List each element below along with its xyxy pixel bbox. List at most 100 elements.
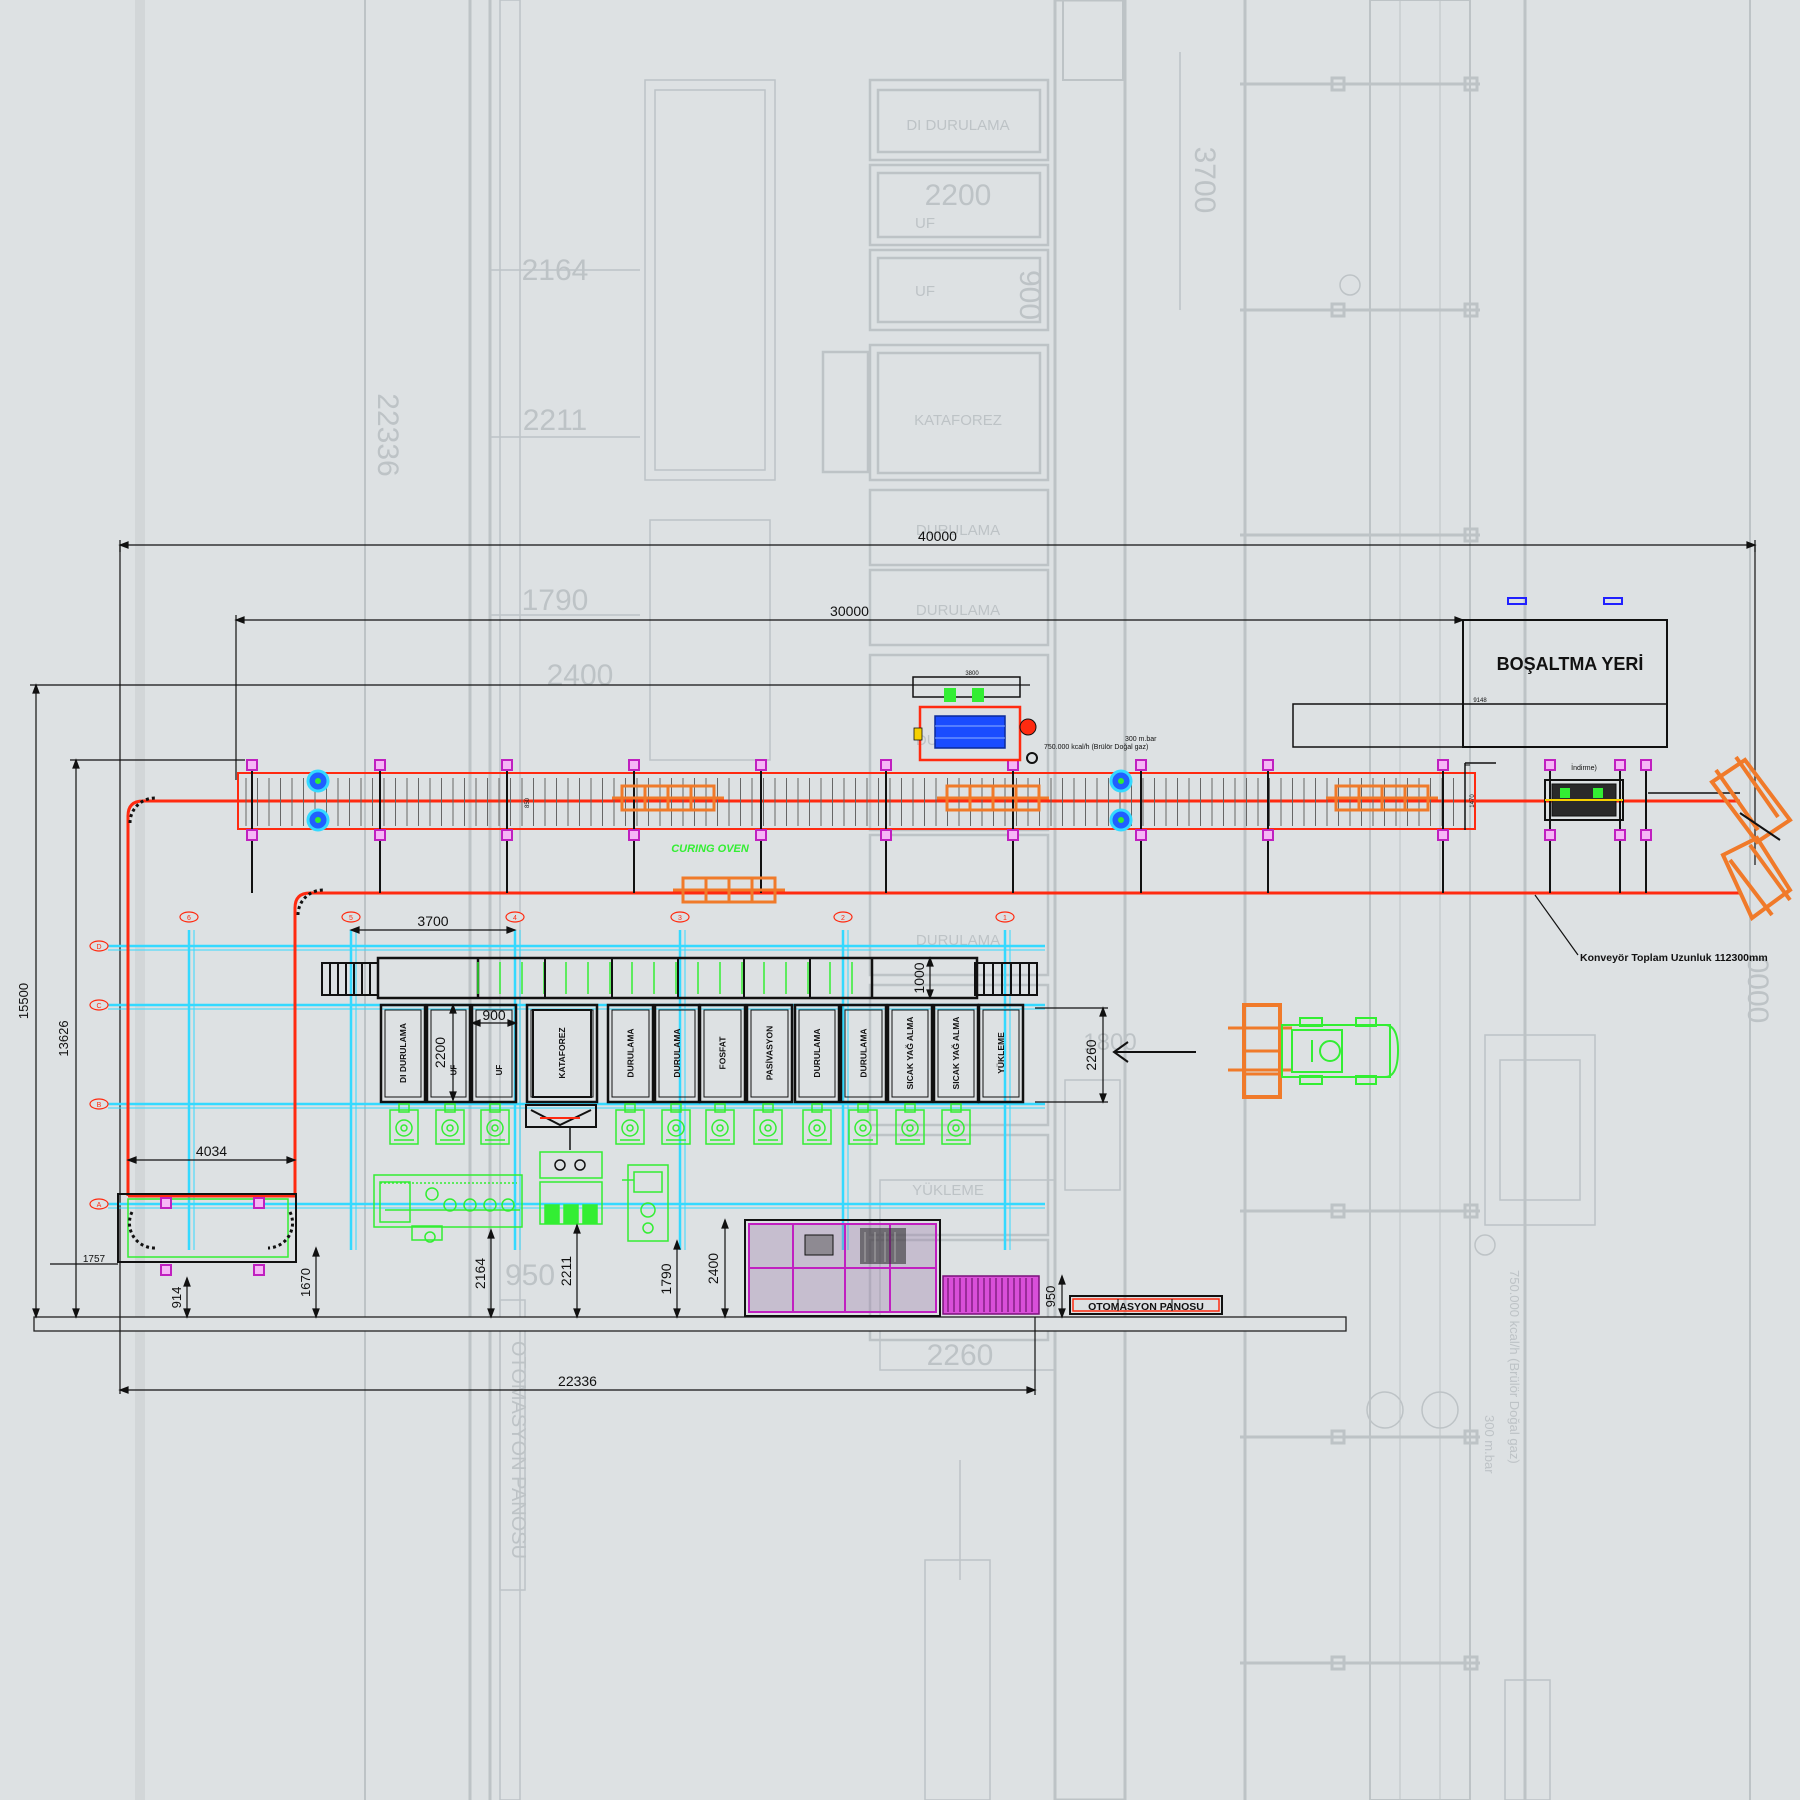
dimension-label: 15500 <box>16 983 31 1019</box>
fan-icon <box>306 808 330 832</box>
transfer-gap-label: 1470 <box>1470 794 1476 808</box>
column-marker <box>246 759 258 771</box>
tank-label: DI DURULAMA <box>398 1023 408 1083</box>
ghost-burner-note: 750.000 kcal/h (Brülör Doğal gaz) <box>1507 1270 1522 1464</box>
dimension: 950 <box>1043 1274 1066 1319</box>
column-marker <box>374 829 386 841</box>
pump-icon <box>941 1103 971 1145</box>
dimension: 4034 <box>126 1143 297 1164</box>
column-marker <box>628 759 640 771</box>
axis-row-bubble <box>89 1198 109 1210</box>
axis-col-bubble <box>341 911 361 923</box>
tank-label: FOSFAT <box>718 1036 728 1070</box>
column-marker <box>1135 759 1147 771</box>
axis-col-label: 6 <box>187 915 191 922</box>
conveyor-corner-turns <box>127 796 324 1250</box>
ghost-tank-label: UF <box>915 215 935 232</box>
ghost-dim-label: 950 <box>505 1259 555 1292</box>
axis-col-bubble <box>995 911 1015 923</box>
end-transfer-car <box>1709 755 1793 922</box>
ghost-dim-label: 2400 <box>547 659 614 692</box>
tank-label: SICAK YAĞ ALMA <box>904 1017 915 1090</box>
rectifier-unit <box>744 1219 1040 1317</box>
column-marker <box>246 829 258 841</box>
axis-row-label: C <box>96 1003 101 1010</box>
dimension: 914 <box>169 1276 191 1319</box>
column-marker <box>755 759 767 771</box>
indirme-label: İndirme) <box>1571 763 1597 772</box>
ghost-dim-label: 3700 <box>1188 147 1221 214</box>
unloading-station: İndirme) <box>1464 762 1740 830</box>
process-tank: DURULAMA <box>606 1003 655 1104</box>
column-marker <box>1262 759 1274 771</box>
unloading-area-title: BOŞALTMA YERİ <box>1497 654 1644 674</box>
ghost-dim-label: 0000 <box>1741 957 1774 1024</box>
dimension-label: 1000 <box>911 962 927 993</box>
fan-icon <box>1109 769 1133 793</box>
background-ghost-drawing: DI DURULAMA UF UF KATAFOREZ DURULAMA DUR… <box>135 0 1774 1800</box>
burner-capacity-label: 750.000 kcal/h (Brülör Doğal gaz) <box>1044 744 1148 751</box>
forklift-icon <box>1228 1003 1400 1099</box>
transfer-carrier <box>1326 784 1438 812</box>
dimension: 22336 <box>118 1373 1037 1394</box>
automation-panel: OTOMASYON PANOSU <box>1069 1295 1223 1315</box>
column-marker <box>160 1264 172 1276</box>
axis-row-bubble <box>89 1098 109 1110</box>
ghost-dim-label: 2164 <box>522 254 589 287</box>
process-tank: DURULAMA <box>793 1003 841 1104</box>
dimension: 3700 <box>349 913 517 934</box>
dimension-label: 914 <box>169 1287 184 1309</box>
axis-col-bubble <box>505 911 525 923</box>
tank-label: DURULAMA <box>672 1028 682 1077</box>
loading-arrow-icon <box>1112 1041 1196 1063</box>
dimension-label: 13626 <box>56 1020 71 1056</box>
axis-col-label: 5 <box>349 915 353 922</box>
kataforez-hopper <box>525 1104 597 1128</box>
dimension: 2164 <box>472 1228 495 1319</box>
dimension: 2200 <box>432 1003 457 1102</box>
tank-label: DURULAMA <box>812 1028 822 1077</box>
roller-conveyor-exit <box>974 962 1038 996</box>
process-tank: UF <box>425 1003 472 1104</box>
ghost-panel-label: OTOMASYON PANOSU <box>507 1341 529 1559</box>
dimension-label: 1790 <box>658 1263 674 1294</box>
pump-icon <box>802 1103 832 1145</box>
tank-label: YÜKLEME <box>996 1032 1006 1074</box>
dimension: 2260 <box>1083 1006 1107 1104</box>
column-marker <box>501 759 513 771</box>
dimension-label: 950 <box>1043 1286 1058 1308</box>
process-tank: DI DURULAMA <box>379 1003 427 1104</box>
column-marker <box>1544 759 1556 771</box>
pump-icon <box>615 1103 645 1145</box>
dimension: 2211 <box>558 1223 581 1319</box>
automation-panel-label: OTOMASYON PANOSU <box>1088 1301 1204 1313</box>
dimension-label: 2164 <box>472 1258 488 1289</box>
column-marker <box>253 1264 265 1276</box>
ghost-pressure-note: 300 m.bar <box>1482 1415 1497 1474</box>
pump-icon <box>848 1103 878 1145</box>
column-marker <box>1640 759 1652 771</box>
column-marker <box>628 829 640 841</box>
pump-icon <box>389 1103 419 1145</box>
ghost-dim-label: 1790 <box>522 584 589 617</box>
column-marker <box>1640 829 1652 841</box>
chemical-dosing-skid <box>622 1164 669 1242</box>
dimension-label: 22336 <box>558 1373 597 1389</box>
dimension-label: 1757 <box>83 1254 106 1265</box>
transfer-carrier <box>937 784 1049 812</box>
roller-conveyor-entry <box>321 962 379 996</box>
ghost-tank-label: DURULAMA <box>916 602 1000 619</box>
pump-icon <box>480 1103 510 1145</box>
conveyor-length-label: Konveyör Toplam Uzunluk 112300mm <box>1580 952 1768 964</box>
ghost-tank-label: DURULAMA <box>916 522 1000 539</box>
axis-col-label: 4 <box>513 915 517 922</box>
unloading-area: BOŞALTMA YERİ 9148 <box>1292 597 1668 748</box>
tank-label: DURULAMA <box>626 1028 636 1077</box>
column-marker <box>1007 829 1019 841</box>
ghost-tank-label: UF <box>915 283 935 300</box>
tank-label: SICAK YAĞ ALMA <box>950 1017 961 1090</box>
process-tank: YÜKLEME <box>977 1003 1025 1104</box>
dimension-label: 3700 <box>417 913 448 929</box>
